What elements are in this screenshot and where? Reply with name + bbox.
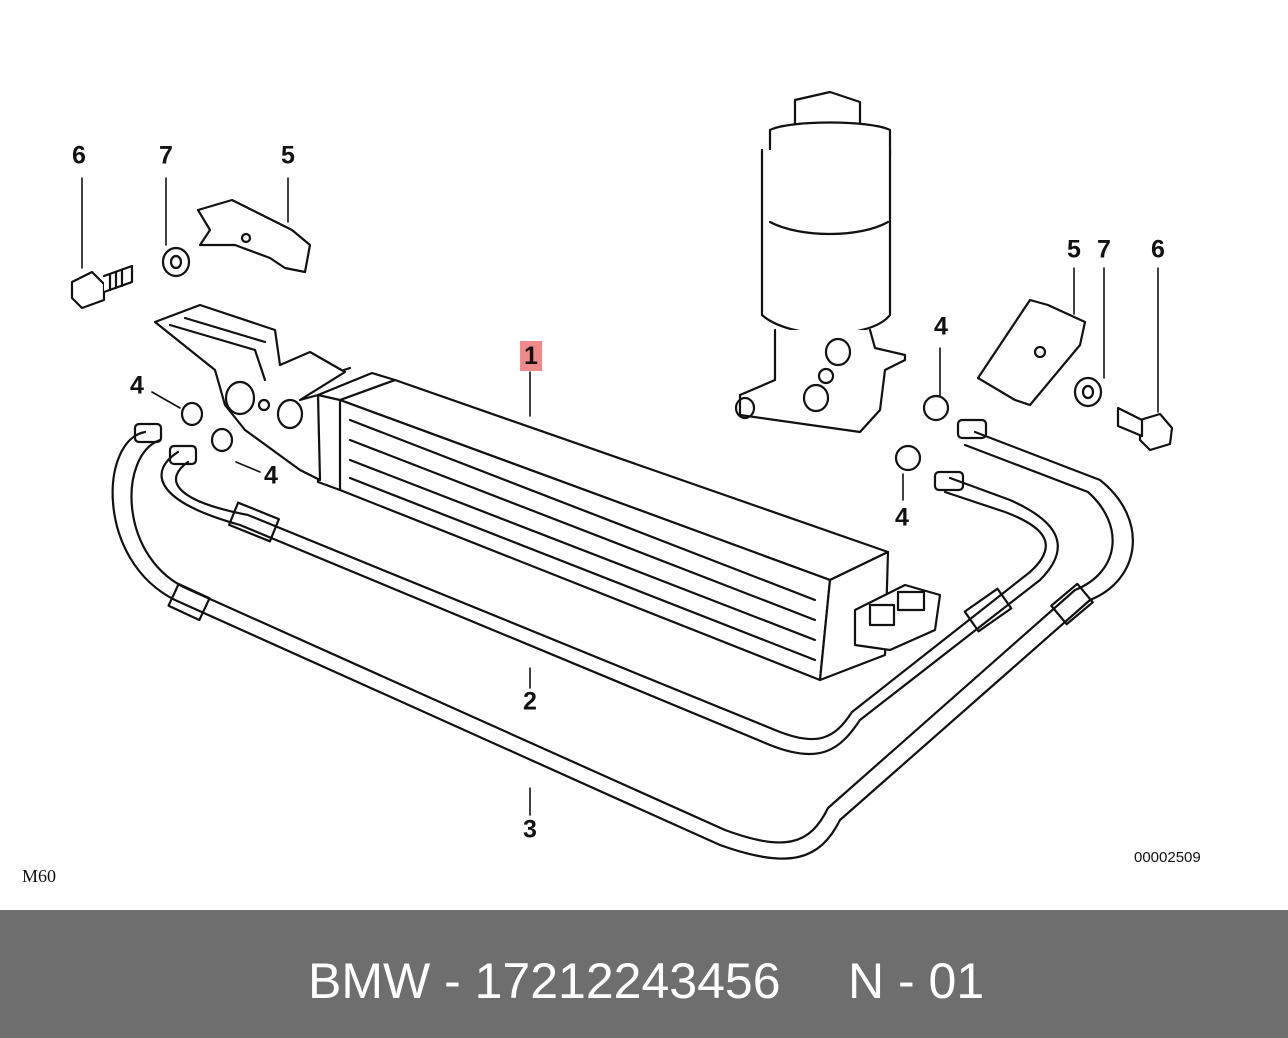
- callout-4-left-top: 4: [130, 371, 144, 400]
- callout-4-right-top: 4: [934, 312, 948, 341]
- seal-b: [210, 427, 234, 453]
- washer-left: [161, 246, 191, 278]
- page-reference: N - 01: [848, 953, 985, 1009]
- seal-c: [922, 394, 950, 422]
- callout-6-left: 6: [72, 141, 86, 170]
- engine-code: M60: [22, 866, 57, 886]
- callout-5-right: 5: [1067, 235, 1081, 264]
- callout-4-left-bottom: 4: [264, 461, 278, 490]
- part-number-text: BMW - 17212243456: [308, 953, 781, 1009]
- fitting-right-inner: [933, 470, 965, 492]
- oil-cooler-drawing: [70, 90, 1174, 860]
- parts-diagram: 1 2 3 4 4 4 4 5 5 6 6 7 7 M60 00002509: [22, 90, 1201, 886]
- fitting-right-outer: [956, 418, 988, 440]
- callout-3: 3: [523, 815, 537, 844]
- cooler-bracket: [153, 303, 347, 482]
- bolt-left: [70, 264, 134, 310]
- callout-6-right: 6: [1151, 235, 1165, 264]
- fitting-left-outer: [133, 422, 163, 444]
- bolt-right: [1116, 406, 1174, 452]
- callout-7-left: 7: [159, 141, 173, 170]
- seal-d: [894, 444, 922, 472]
- callout-2: 2: [523, 687, 537, 716]
- washer-right: [1073, 376, 1103, 408]
- footer-bar: BMW - 17212243456 N - 01: [0, 910, 1288, 1038]
- oil-reservoir: [734, 90, 907, 434]
- hose-3: [111, 430, 1134, 860]
- oil-cooler-core: [296, 366, 942, 682]
- callout-5-left: 5: [281, 141, 295, 170]
- hose-2: [160, 450, 1059, 756]
- leader-lines: [81, 177, 1159, 816]
- callout-4-right-bottom: 4: [895, 503, 909, 532]
- diagram-number: 00002509: [1134, 849, 1201, 866]
- callout-1: 1: [520, 341, 542, 371]
- callout-7-right: 7: [1097, 235, 1111, 264]
- clamp-left: [196, 198, 312, 274]
- fitting-left-inner: [168, 444, 198, 466]
- clamp-right: [976, 298, 1087, 407]
- seal-a: [180, 401, 204, 427]
